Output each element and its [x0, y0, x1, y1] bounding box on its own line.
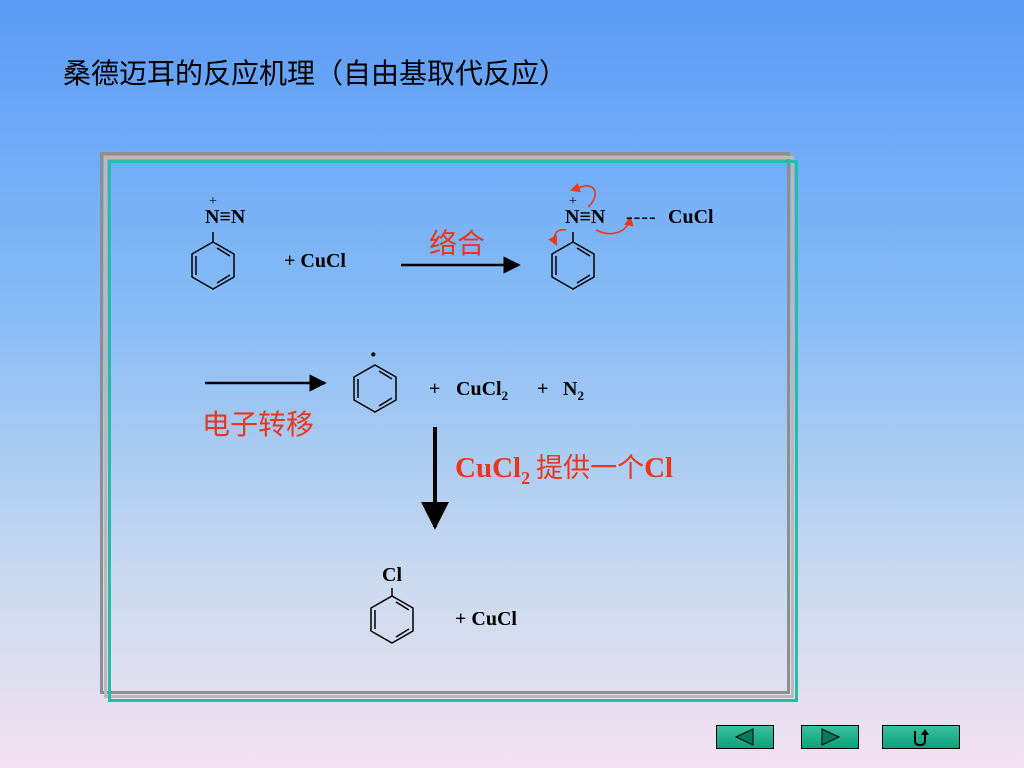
- cucl2-red-subscript: 2: [521, 467, 531, 488]
- radical-dot: ·: [369, 340, 378, 369]
- n2-formula: N2: [563, 378, 584, 404]
- byproduct-cucl: + CuCl: [455, 608, 517, 630]
- cucl2-text: CuCl: [456, 378, 502, 400]
- cucl2-formula: CuCl2: [456, 378, 508, 404]
- n2-text: N: [563, 378, 578, 400]
- cl-red-text: Cl: [644, 452, 674, 484]
- next-slide-button[interactable]: [801, 725, 859, 749]
- benzene-ring-reactant: [191, 232, 235, 290]
- diagram-frame: [108, 160, 798, 702]
- frame-shadow-light: [104, 156, 794, 698]
- provide-one-text: 提供一个: [536, 453, 645, 484]
- chloro-substituent: Cl: [382, 564, 402, 586]
- benzene-ring-product: [370, 588, 414, 644]
- cucl2-red-text: CuCl: [455, 452, 522, 484]
- complex-charge: +: [569, 194, 577, 209]
- reactant-charge: +: [209, 194, 217, 209]
- plus-sign: +: [429, 378, 441, 400]
- plus-sign: +: [537, 378, 549, 400]
- return-button[interactable]: [882, 725, 960, 749]
- triangle-left-icon: [734, 728, 754, 746]
- coordination-bond: ----: [626, 206, 657, 228]
- electron-transfer-label: 电子转移: [202, 408, 315, 441]
- frame-shadow-dark: [100, 152, 790, 694]
- prev-slide-button[interactable]: [716, 725, 774, 749]
- triangle-right-icon: [821, 728, 841, 746]
- complexation-label: 络合: [429, 227, 486, 260]
- electron-flow-arrows: [548, 183, 634, 246]
- return-icon: [914, 729, 929, 747]
- complex-partner-cucl: CuCl: [668, 206, 714, 228]
- reagent-cucl: + CuCl: [284, 250, 346, 272]
- reactant-diazonium-group: N≡N: [205, 206, 246, 228]
- benzene-ring-complex: [551, 232, 595, 290]
- slide-title: 桑德迈耳的反应机理（自由基取代反应）: [63, 57, 568, 90]
- cucl2-subscript: 2: [501, 388, 509, 403]
- benzene-ring-radical: [353, 364, 397, 413]
- n2-subscript: 2: [577, 388, 584, 403]
- complex-diazonium-group: N≡N: [565, 206, 606, 228]
